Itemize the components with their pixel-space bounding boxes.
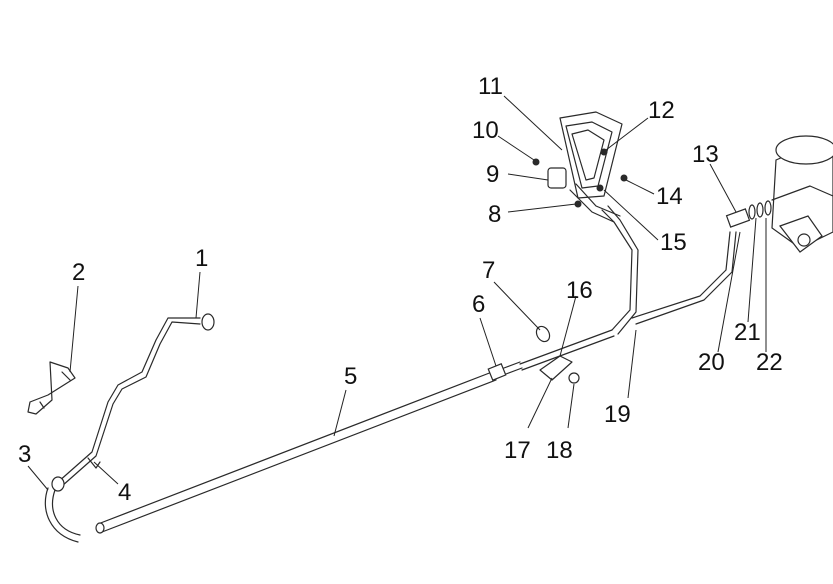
callout-16: 16: [566, 277, 593, 304]
callout-12: 12: [648, 97, 675, 124]
callout-15: 15: [660, 229, 687, 256]
callout-19: 19: [604, 401, 631, 428]
callout-3: 3: [18, 441, 31, 468]
nut-part-18: [568, 372, 580, 384]
fittings-part-13-20-21-22: [725, 200, 772, 228]
coil-assembly-part-11: [547, 111, 623, 223]
callout-11: 11: [478, 73, 503, 100]
callout-18: 18: [546, 437, 573, 464]
bracket-part-17: [519, 329, 615, 381]
callout-20: 20: [698, 349, 725, 376]
callout-17: 17: [504, 437, 531, 464]
callout-14: 14: [656, 183, 683, 210]
callout-8: 8: [488, 201, 501, 228]
callout-4: 4: [118, 479, 131, 506]
callout-22: 22: [756, 349, 783, 376]
clip-part-4: [87, 457, 101, 469]
callout-6: 6: [472, 291, 485, 318]
callout-10: 10: [472, 117, 499, 144]
bent-pipe-part-1: [51, 313, 215, 492]
callout-9: 9: [486, 161, 499, 188]
callout-21: 21: [734, 319, 761, 346]
callout-5: 5: [344, 363, 357, 390]
hose-part-3: [44, 487, 81, 543]
fitting-part-6: [487, 361, 523, 381]
callout-1: 1: [195, 245, 208, 272]
air-dryer-canister: [771, 135, 833, 253]
callout-7: 7: [482, 257, 495, 284]
bracket-part-2: [27, 361, 76, 415]
pipe-part-19: [601, 205, 737, 335]
callout-labels: 1 2 3 4 5 6 7 8 9 10 11 12 13 14 15 16 1…: [18, 73, 783, 506]
callout-2: 2: [72, 259, 85, 286]
long-tube-part-5: [95, 371, 497, 534]
callout-13: 13: [692, 141, 719, 168]
leader-lines: [27, 95, 767, 491]
